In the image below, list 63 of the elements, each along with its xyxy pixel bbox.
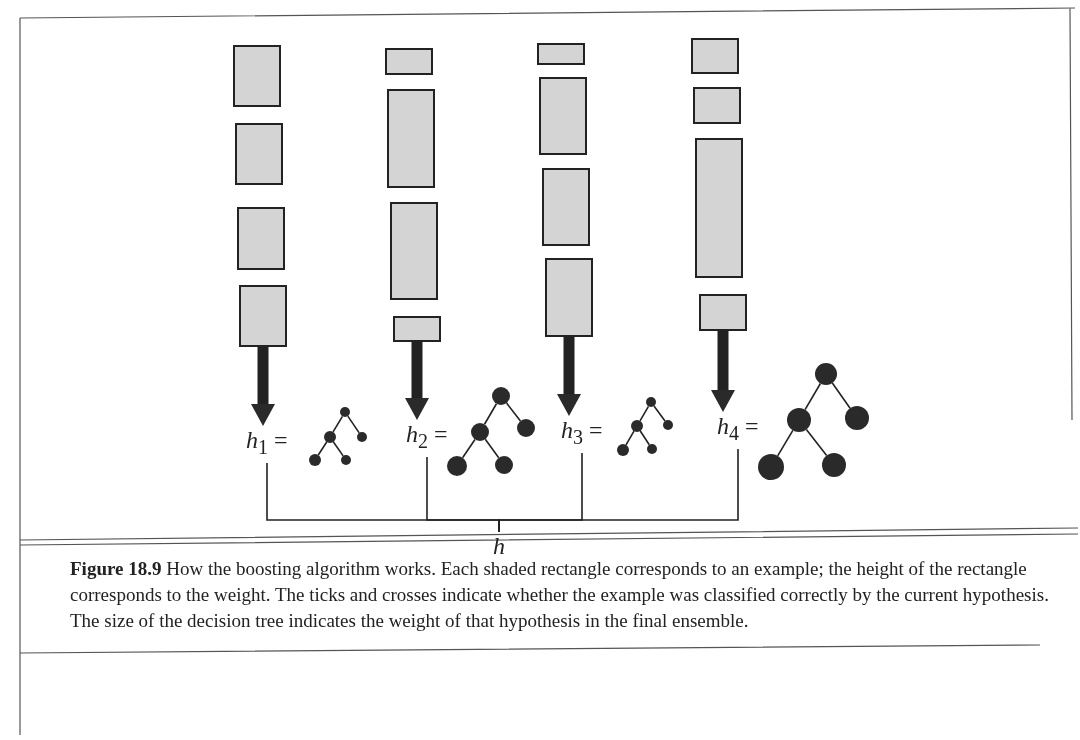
tree-branch [347, 415, 360, 434]
hypothesis-label: h$_{1}$ = [246, 426, 288, 461]
down-arrow [711, 331, 735, 412]
shaded-rectangle [387, 89, 435, 188]
shaded-rectangle [537, 43, 585, 65]
tree-branch [653, 405, 666, 422]
tree-node-dot [647, 444, 657, 454]
shaded-rectangle [539, 77, 587, 155]
tree-branch [483, 402, 498, 426]
tree-node-dot [646, 397, 656, 407]
shaded-rectangle [545, 258, 593, 337]
tree-branch [317, 441, 328, 456]
tree-node-dot [309, 454, 321, 466]
tree-node-dot [845, 406, 869, 430]
tree-branch [804, 382, 822, 411]
shaded-rectangle [542, 168, 590, 246]
down-arrow [251, 347, 275, 426]
tree-node-dot [492, 387, 510, 405]
shaded-rectangle [691, 38, 739, 74]
down-arrow [405, 342, 429, 420]
tree-branch [505, 402, 522, 422]
tree-node-dot [341, 455, 351, 465]
tree-node-dot [758, 454, 784, 480]
shaded-rectangle [390, 202, 438, 300]
tree-branch [625, 430, 635, 446]
tree-node-dot [471, 423, 489, 441]
shaded-rectangle [235, 123, 283, 185]
tree-branch [639, 405, 650, 422]
hypothesis-label: h [493, 532, 505, 560]
tree-node-dot [447, 456, 467, 476]
tree-branch [332, 415, 344, 433]
shaded-rectangle [699, 294, 747, 331]
bracket-line [498, 448, 739, 533]
shaded-rectangle [693, 87, 741, 124]
tree-node-dot [357, 432, 367, 442]
tree-branch [332, 441, 344, 457]
hypothesis-label: h$_{4}$ = [717, 412, 759, 447]
tree-node-dot [787, 408, 811, 432]
tree-node-dot [324, 431, 336, 443]
shaded-rectangle [237, 207, 285, 270]
down-arrow [557, 337, 581, 416]
tree-branch [484, 438, 500, 459]
shaded-rectangle [239, 285, 287, 347]
tree-branch [461, 438, 476, 459]
shaded-rectangle [393, 316, 441, 342]
tree-node-dot [617, 444, 629, 456]
figure-caption: Figure 18.9 How the boosting algorithm works. Each shaded rectangle corresponds to an example; the height of the rectangle corresponds to the weight. The ticks and crosses indicate whether the example was classified correctly by the current hypothesis. The size of the decision tree indicates the weight of that hypothesis in the final ensemble. [70, 557, 1050, 633]
tree-node-dot [815, 363, 837, 385]
tree-node-dot [631, 420, 643, 432]
hypothesis-label: h$_{2}$ = [406, 420, 448, 455]
tree-node-dot [495, 456, 513, 474]
shaded-rectangle [233, 45, 281, 107]
tree-branch [639, 430, 651, 446]
tree-branch [805, 428, 828, 457]
tree-branch [831, 382, 851, 409]
tree-node-dot [663, 420, 673, 430]
tree-branch [776, 429, 794, 457]
tree-node-dot [517, 419, 535, 437]
shaded-rectangle [385, 48, 433, 75]
tree-node-dot [822, 453, 846, 477]
shaded-rectangle [695, 138, 743, 278]
hypothesis-label: h$_{3}$ = [561, 416, 603, 451]
tree-node-dot [340, 407, 350, 417]
